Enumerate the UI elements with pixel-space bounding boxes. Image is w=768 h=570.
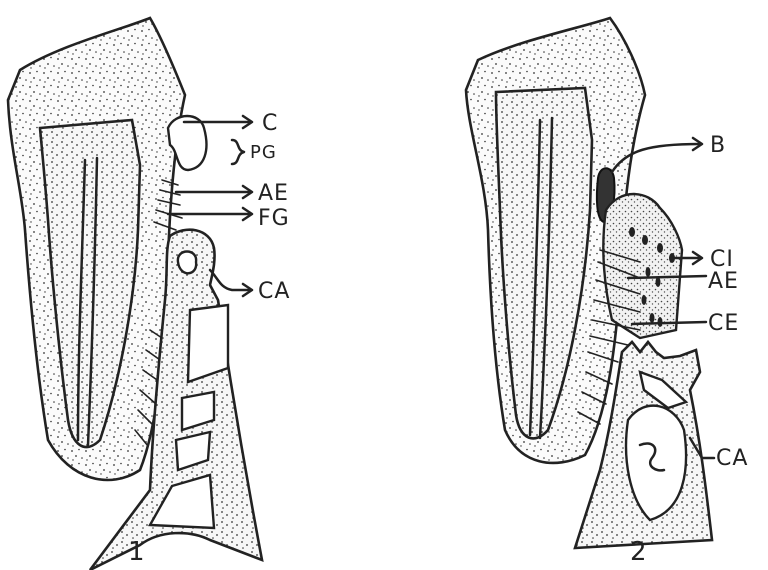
label-ca-2: CA <box>716 446 748 471</box>
label-pg: PG <box>250 142 277 163</box>
figure-number-2: 2 <box>630 537 648 567</box>
label-fg: FG <box>258 206 290 231</box>
label-c: C <box>262 111 278 136</box>
label-ae-2: AE <box>708 269 739 294</box>
label-ce: CE <box>708 311 739 336</box>
leader-ca-1 <box>210 270 250 290</box>
brace-pg <box>232 140 244 164</box>
granulation-tissue <box>603 194 682 338</box>
figure-2: B CI AE CE CA 2 <box>466 18 748 567</box>
figure-1: C PG AE FG CA 1 <box>8 18 290 570</box>
label-ae-1: AE <box>258 181 289 206</box>
label-ca-1: CA <box>258 279 290 304</box>
figure-number-1: 1 <box>128 537 146 567</box>
label-b: B <box>710 133 726 158</box>
